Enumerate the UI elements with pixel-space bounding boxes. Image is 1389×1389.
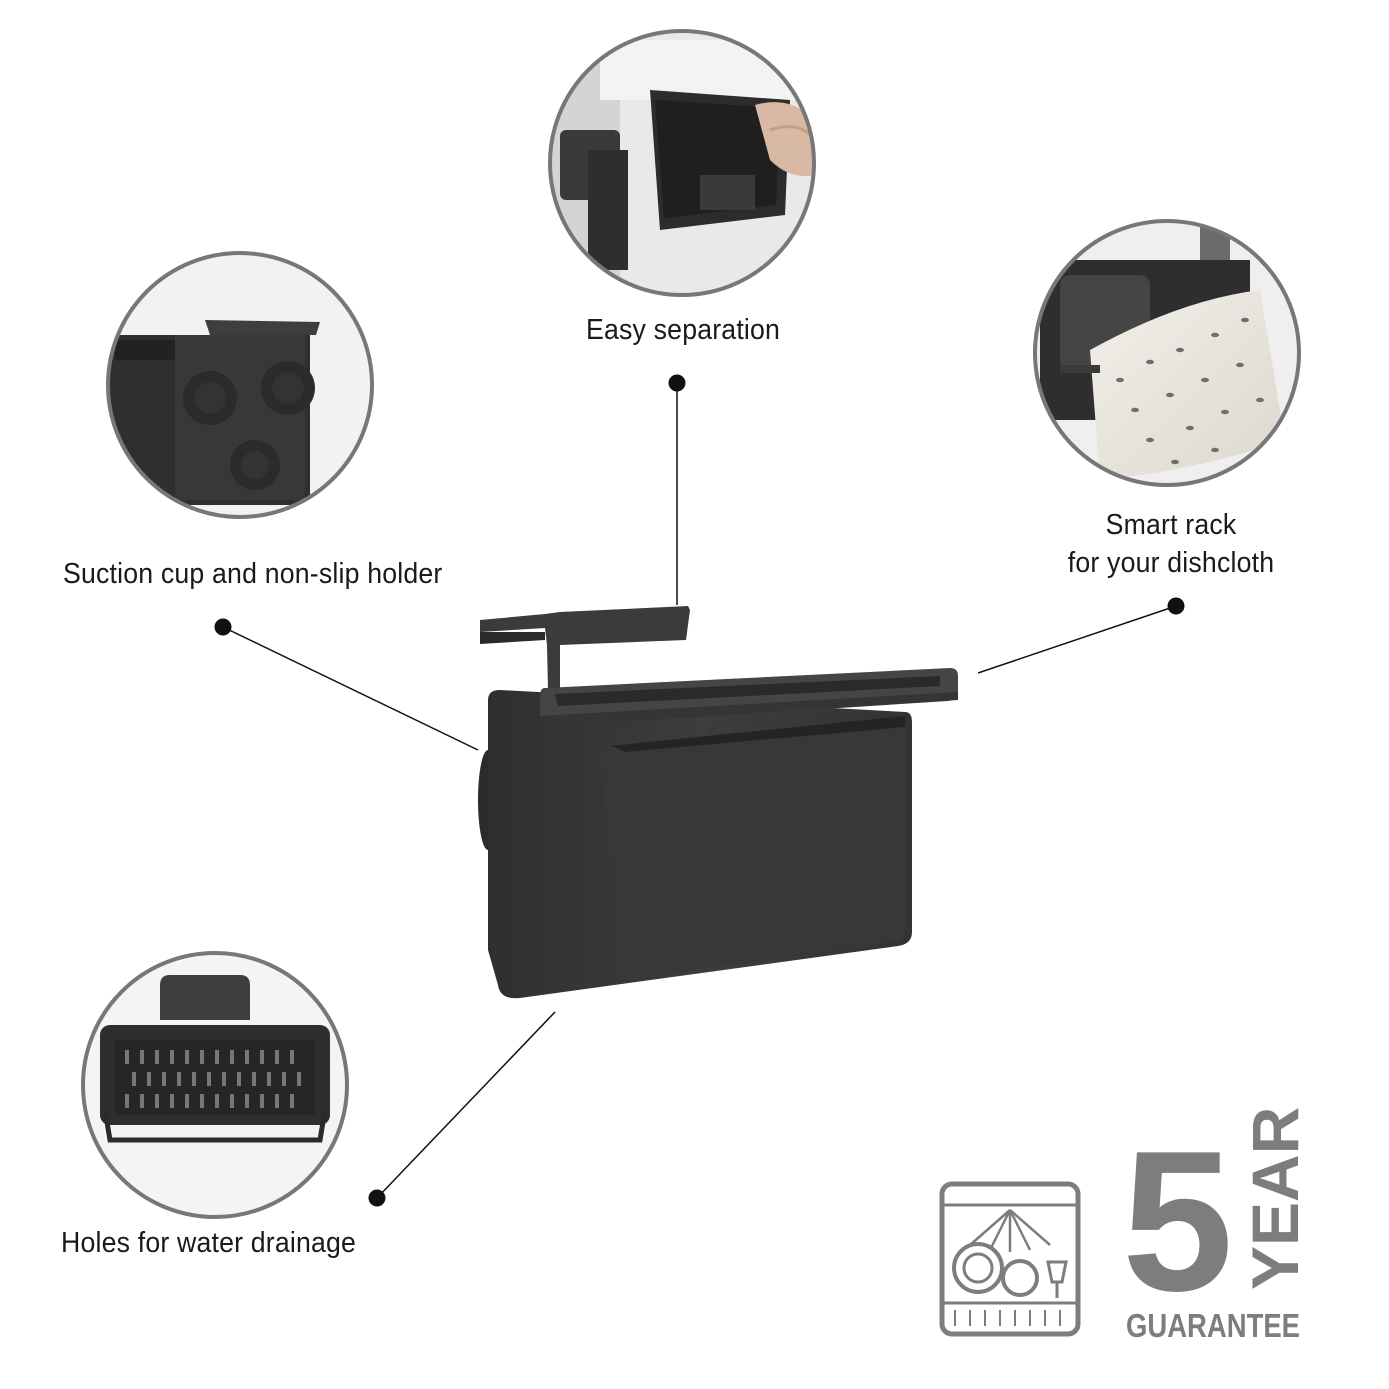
- guarantee-number: 5: [1122, 1110, 1233, 1333]
- connector-separation: [668, 374, 686, 605]
- connector-rack: [977, 597, 1185, 674]
- caption-easy-separation: Easy separation: [586, 314, 781, 346]
- caption-smart-rack-line2: for your dishcloth: [1067, 547, 1275, 579]
- guarantee-badge: 5 YEAR GUARANTEE: [1122, 1107, 1312, 1344]
- detail-circle-rack: [1033, 219, 1301, 487]
- connector-drainage: [368, 1011, 556, 1207]
- guarantee-year: YEAR: [1238, 1107, 1312, 1290]
- detail-circle-suction: [106, 251, 374, 519]
- caption-smart-rack: Smart rack for your dishcloth: [1050, 506, 1291, 582]
- guarantee-label: GUARANTEE: [1126, 1307, 1300, 1344]
- sink-caddy-product-image: [478, 606, 958, 999]
- dishwasher-safe-icon: [939, 1181, 1081, 1337]
- detail-circle-drainage: [81, 951, 349, 1219]
- caption-water-drainage: Holes for water drainage: [61, 1227, 357, 1259]
- detail-circle-separation: [548, 29, 816, 297]
- caption-smart-rack-line1: Smart rack: [1105, 509, 1237, 541]
- caption-suction-cup: Suction cup and non-slip holder: [63, 558, 443, 590]
- connector-suction: [214, 618, 479, 751]
